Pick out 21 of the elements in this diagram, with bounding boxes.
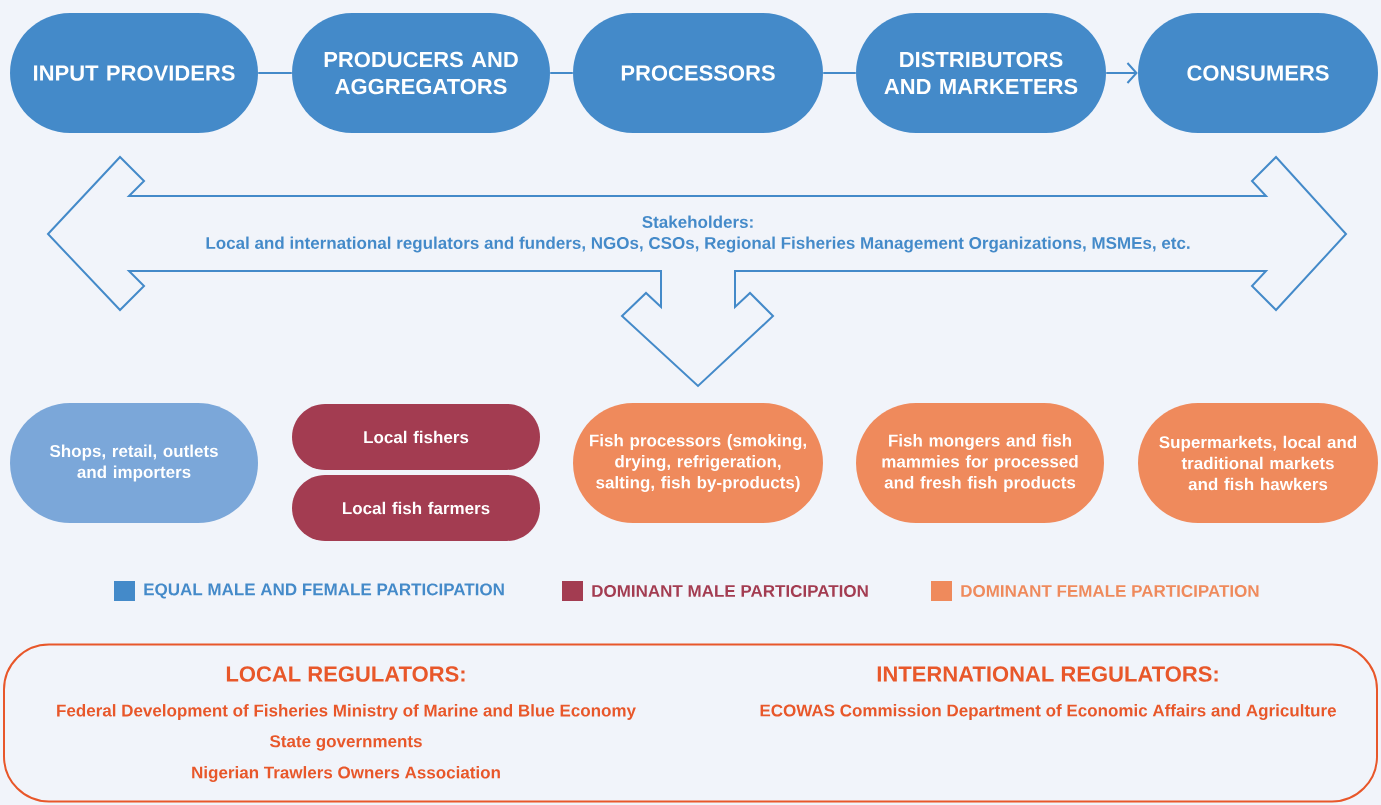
regulators-box [3,643,1378,803]
heading: INTERNATIONAL REGULATORS: [877,666,1218,682]
heading: LOCAL REGULATORS: [226,666,465,682]
connector [1105,62,1138,84]
legend-label: DOMINANT MALE PARTICIPATION [592,584,868,597]
connector [257,72,293,74]
actor-box: Shops, retail, outlets and importers [10,403,258,523]
connector [822,72,857,74]
stage-box: CONSUMERS [1138,13,1378,133]
regulator-text: Federal Development of Fisheries Ministry of Marine and Blue Economy [57,704,636,720]
actor-box: Fish mongers and fish mammies for processed and fresh fish products [856,403,1104,523]
regulator-text: State governments [270,735,422,751]
connector [549,72,574,74]
actor-box: Local fish farmers [292,475,540,541]
legend-label: EQUAL MALE AND FEMALE PARTICIPATION [144,583,504,599]
regulator-text: ECOWAS Commission Department of Economic Affairs and Agriculture [760,704,1336,720]
actor-box: Fish processors (smoking, drying, refrigeration, salting, fish by-products) [573,403,823,523]
actor-box: Supermarkets, local and traditional markets and fish hawkers [1138,403,1378,523]
actor-box: Local fishers [292,404,540,470]
legend-label: DOMINANT FEMALE PARTICIPATION [961,584,1259,597]
regulator-text: Nigerian Trawlers Owners Association [192,766,500,782]
